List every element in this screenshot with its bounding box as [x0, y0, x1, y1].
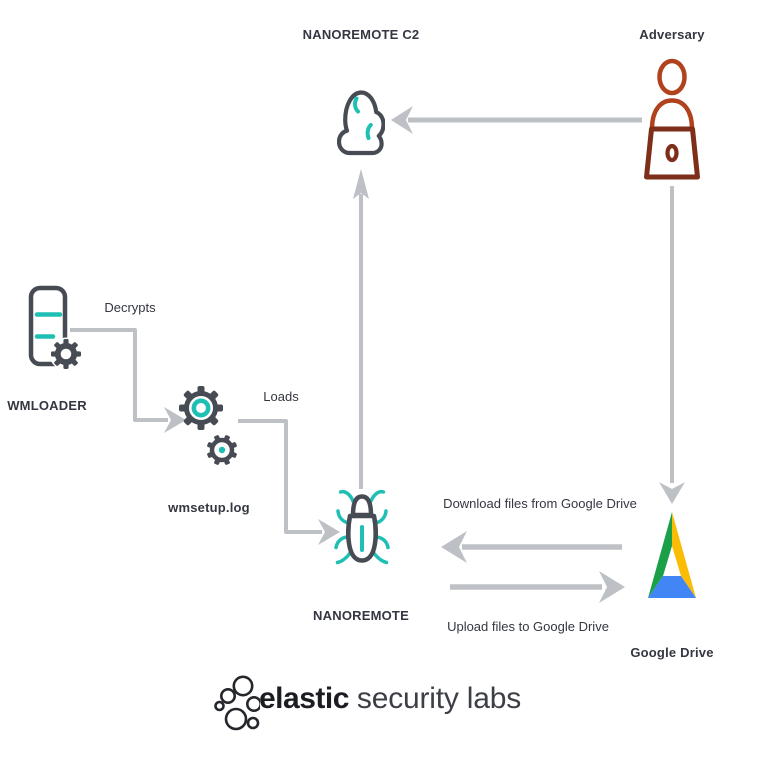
gdrive-node	[646, 510, 698, 601]
small-gear	[206, 434, 238, 466]
small-gear	[49, 337, 81, 371]
brand-elastic: elastic	[259, 682, 349, 715]
edge-staging-arrow	[659, 186, 685, 504]
wmsetup-node	[178, 375, 240, 475]
edge-download-arrow	[441, 531, 622, 563]
adversary-label: Adversary	[639, 27, 705, 42]
edge-loads-arrow	[238, 419, 340, 545]
google-drive-icon	[648, 512, 696, 598]
edge-decrypts-arrow	[70, 328, 186, 433]
edge-beacon-arrow	[353, 169, 369, 489]
wmsetup-label: wmsetup.log	[168, 500, 250, 515]
wmloader-node	[27, 285, 81, 373]
adversary-node	[644, 50, 700, 180]
nanoremote-label: NANOREMOTE	[313, 608, 409, 623]
nanoremote-node	[333, 486, 391, 580]
adversary-laptop-icon	[644, 58, 700, 180]
upload-label: Upload files to Google Drive	[447, 619, 609, 634]
cloud-icon	[337, 90, 385, 156]
bug-icon	[334, 489, 390, 565]
c2-node	[337, 80, 385, 156]
big-gear	[179, 386, 223, 430]
edge-upload-arrow	[450, 571, 625, 603]
wmloader-label: WMLOADER	[7, 398, 87, 413]
loads-label: Loads	[263, 389, 299, 404]
brand-security-labs: security labs	[356, 682, 522, 715]
edge-control-arrow	[391, 106, 642, 134]
c2-label: NANOREMOTE C2	[302, 27, 420, 42]
download-label: Download files from Google Drive	[443, 496, 637, 511]
elastic-cluster-logo	[214, 675, 260, 731]
gdrive-label: Google Drive	[630, 645, 714, 660]
decrypts-label: Decrypts	[104, 300, 156, 315]
gears-icon	[179, 386, 238, 466]
document-gear-icon	[28, 285, 81, 371]
